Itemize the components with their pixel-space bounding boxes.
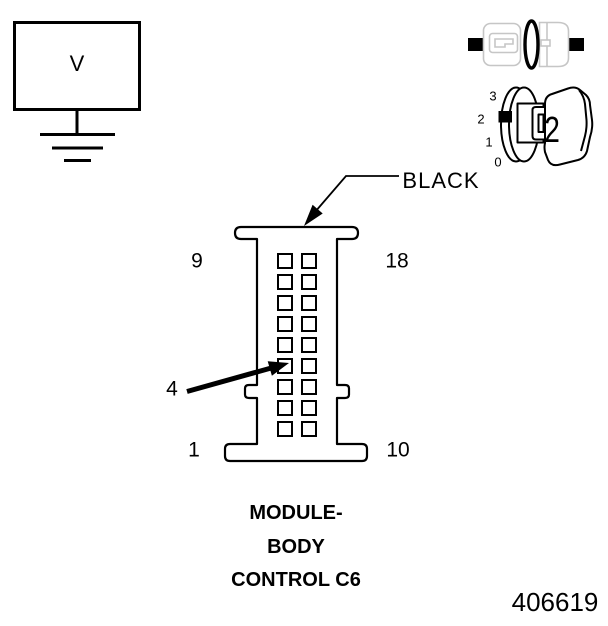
black-wire-leader-arrow [304,175,399,226]
pin-cavity [301,337,317,353]
terminal-position-icon [498,86,594,167]
terminal-number-label: 2 [544,109,560,150]
pin-cavity [277,274,293,290]
voltmeter-label: V [69,51,85,76]
pin-cavity [301,379,317,395]
ground-icon [40,110,115,162]
wire-color-label: BLACK [402,168,480,193]
caption-line-3: CONTROL C6 [231,569,361,591]
pin-cavity [277,295,293,311]
pin-cavity [301,358,317,374]
pin-cavity [277,400,293,416]
caption-line-2: BODY [267,536,325,558]
dial-scale-label-1: 1 [485,134,493,150]
pin-cavity [301,316,317,332]
pin-cavity [301,421,317,437]
pin-cavity [301,400,317,416]
probe-connector-icon [468,19,584,70]
pin-cavity [277,253,293,269]
pin-label-10: 10 [386,438,410,462]
bcm-connector-diagram [223,225,369,463]
pin-cavity [277,421,293,437]
pin-label-18: 18 [385,249,409,273]
pin-cavity [301,274,317,290]
probed-pin-label: 4 [166,377,178,401]
pin-grid [277,253,317,437]
left-wire-stub [468,38,484,51]
pin4-pointer-arrow [186,361,289,394]
dial-scale-label-2: 2 [477,111,485,127]
pin-label-1: 1 [188,438,200,462]
pin-label-9: 9 [191,249,203,273]
pin-cavity [277,337,293,353]
figure-number: 406619 [511,587,599,617]
right-wire-stub [568,38,584,51]
pin-cavity [301,295,317,311]
pin-cavity [301,253,317,269]
dial-scale-label-3: 3 [489,88,497,104]
pin-cavity [277,316,293,332]
seal-ring [523,19,540,70]
dial-scale-label-0: 0 [494,154,502,170]
voltmeter-symbol [13,21,141,111]
terminal-2-marker [498,111,512,123]
pin-cavity [277,379,293,395]
caption-line-1: MODULE- [249,502,343,524]
